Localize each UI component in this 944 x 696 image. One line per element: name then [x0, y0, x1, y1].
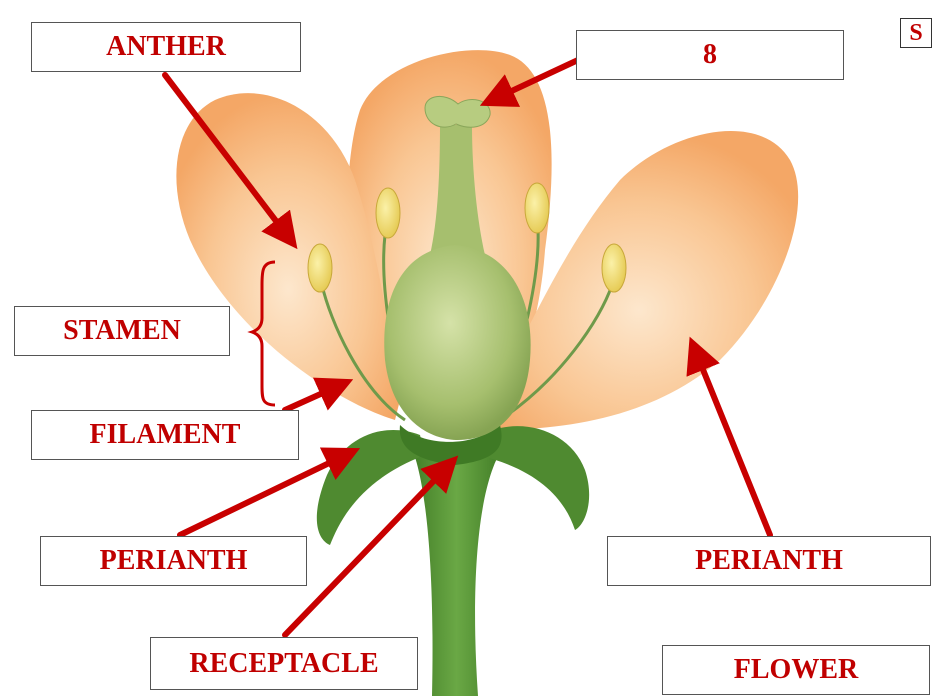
arrow-receptacle	[282, 455, 459, 638]
arrows	[162, 57, 773, 638]
arrow-perianth-right	[686, 336, 773, 538]
label-eight: 8	[576, 30, 844, 80]
petal-left	[176, 93, 400, 420]
stigma	[424, 96, 491, 128]
label-flower: FLOWER	[662, 645, 930, 695]
filament-1	[320, 284, 406, 422]
label-perianth-right: PERIANTH	[607, 536, 931, 586]
label-perianth-left: PERIANTH	[40, 536, 307, 586]
arrow-anther	[162, 72, 298, 250]
stem	[408, 440, 505, 696]
ovary	[384, 245, 531, 440]
label-receptacle: RECEPTACLE	[150, 637, 418, 690]
stamen-brace	[247, 260, 276, 407]
arrow-perianth-left	[177, 447, 361, 538]
anther-1	[307, 243, 333, 293]
corner-badge: S	[900, 18, 932, 48]
anther-2	[375, 187, 401, 239]
anther-4	[601, 243, 627, 293]
anthers	[307, 182, 627, 293]
filament-4	[499, 284, 614, 422]
style	[430, 125, 485, 255]
label-anther: ANTHER	[31, 22, 301, 72]
label-stamen: STAMEN	[14, 306, 230, 356]
anther-3	[524, 182, 550, 234]
label-filament: FILAMENT	[31, 410, 299, 460]
receptacle-shape	[399, 425, 502, 465]
arrow-eight	[479, 57, 581, 107]
arrow-filament	[282, 377, 354, 413]
sepal-right	[478, 426, 590, 530]
